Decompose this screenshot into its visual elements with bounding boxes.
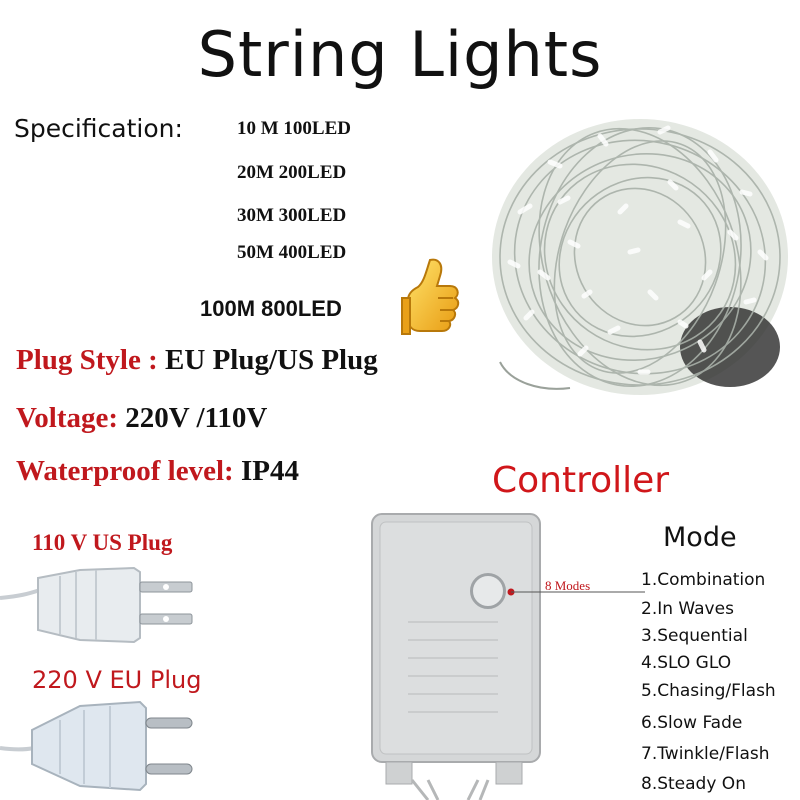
mode-item: 5.Chasing/Flash [641, 681, 776, 701]
plug-style-label: Plug Style : [16, 344, 158, 376]
us-plug-label: 110 V US Plug [32, 530, 173, 555]
spec-item: 20M 200LED [237, 162, 347, 183]
us-plug-photo [0, 566, 193, 644]
eu-plug-label: 220 V EU Plug [32, 666, 202, 694]
spec-item: 30M 300LED [237, 205, 347, 226]
mode-title: Mode [663, 522, 737, 553]
mode-item: 2.In Waves [641, 599, 734, 619]
spec-item: 50M 400LED [237, 242, 347, 263]
plug-style-value: EU Plug/US Plug [165, 344, 378, 376]
voltage-label: Voltage: [16, 402, 119, 434]
page-title: String Lights [197, 18, 603, 91]
voltage-value: 220V /110V [125, 402, 268, 434]
mode-item: 4.SLO GLO [641, 653, 732, 673]
mode-item: 3.Sequential [641, 626, 748, 646]
controller-box-photo [371, 513, 541, 800]
waterproof-row: Waterproof level: IP44 [16, 455, 299, 488]
waterproof-value: IP44 [240, 455, 299, 487]
spec-highlight: 100M 800LED [200, 296, 342, 321]
mode-button[interactable] [470, 573, 506, 609]
thumbs-up-icon [401, 258, 460, 335]
plug-style-row: Plug Style : EU Plug/US Plug [16, 344, 378, 377]
eight-modes-callout: 8 Modes [545, 578, 591, 593]
spec-item: 10 M 100LED [237, 118, 351, 139]
eu-plug-photo [0, 700, 193, 792]
voltage-row: Voltage: 220V /110V [16, 402, 267, 435]
led-coil-photo [492, 119, 788, 395]
mode-item: 1.Combination [641, 570, 766, 590]
callout-line [507, 588, 645, 596]
mode-item: 6.Slow Fade [641, 713, 743, 733]
controller-title: Controller [492, 460, 670, 501]
specification-label: Specification: [14, 114, 183, 143]
mode-item: 8.Steady On [641, 774, 746, 794]
waterproof-label: Waterproof level: [16, 455, 234, 487]
mode-item: 7.Twinkle/Flash [641, 744, 770, 764]
